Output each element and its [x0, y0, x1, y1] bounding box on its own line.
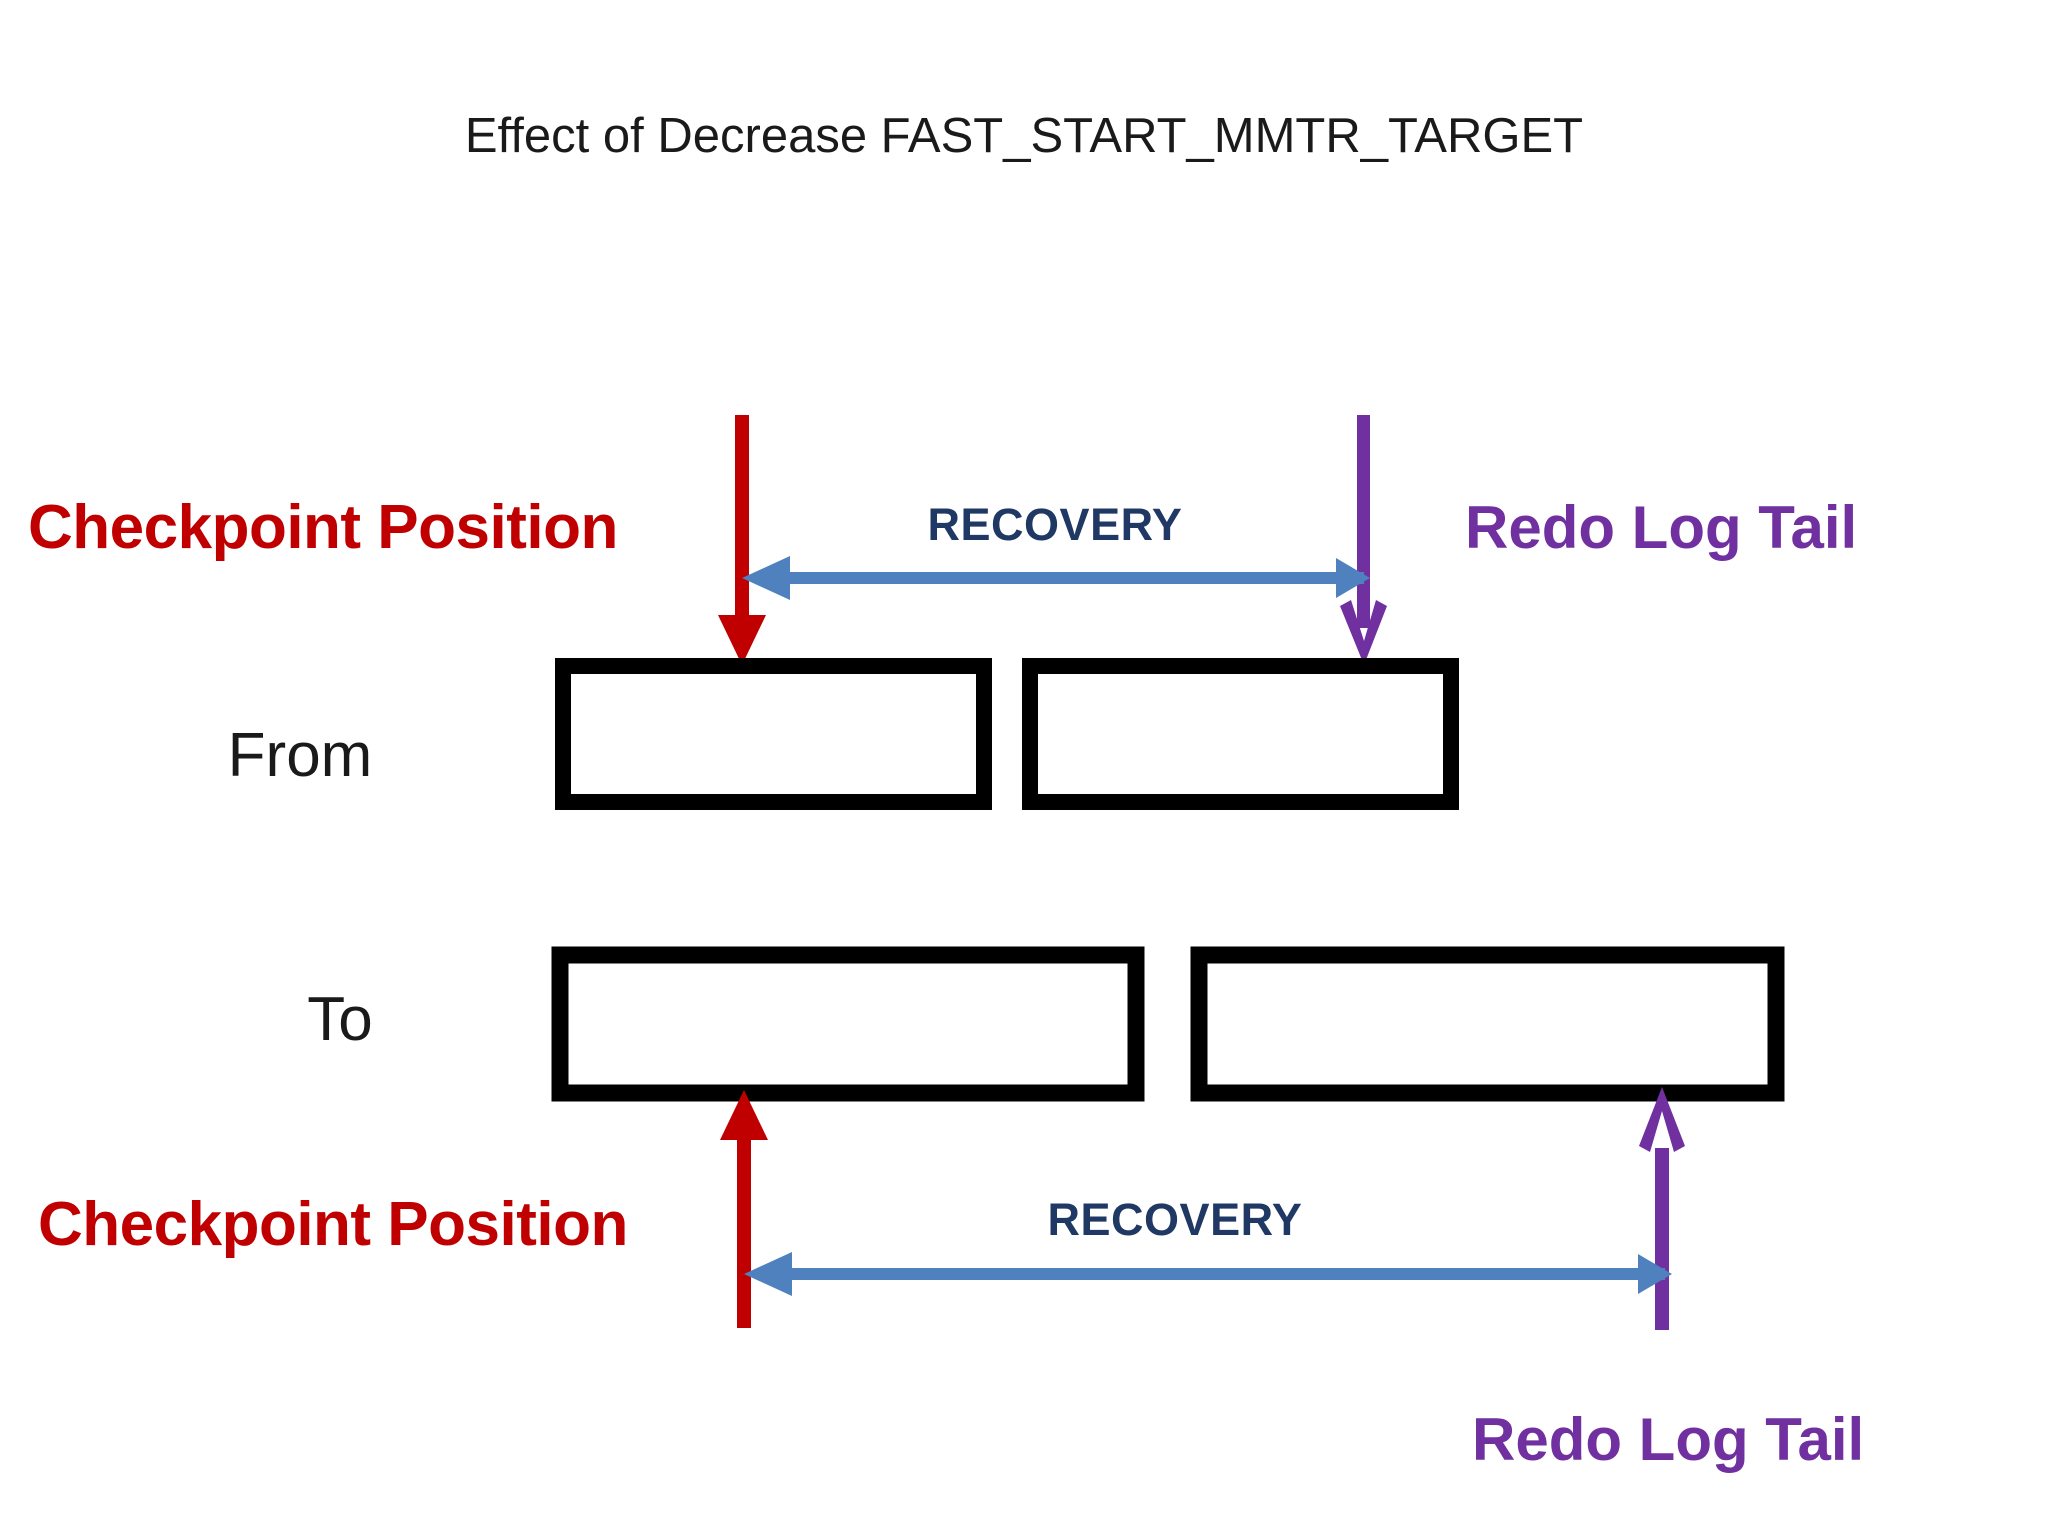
row-label-from: From [228, 721, 373, 790]
recovery-arrow-icon-from [742, 556, 1370, 600]
checkpoint-down-arrow-icon-from [718, 415, 766, 665]
redo-log-tail-down-arrow-icon-from [1340, 415, 1387, 665]
checkpoint-position-label-from: Checkpoint Position [28, 493, 618, 562]
redo-log-tail-label-from: Redo Log Tail [1465, 494, 1857, 561]
page-title: Effect of Decrease FAST_START_MMTR_TARGE… [465, 109, 1583, 163]
recovery-label-from: RECOVERY [928, 499, 1183, 550]
log-box-to-2 [1190, 946, 1785, 1102]
checkpoint-position-label-to: Checkpoint Position [38, 1190, 628, 1259]
redo-log-tail-up-arrow-icon-to [1639, 1087, 1685, 1330]
checkpoint-up-arrow-icon-to [720, 1090, 768, 1328]
log-box-to-1 [551, 946, 1145, 1102]
recovery-label-to: RECOVERY [1048, 1194, 1303, 1245]
redo-log-tail-label-to: Redo Log Tail [1472, 1406, 1864, 1473]
recovery-arrow-icon-to [744, 1252, 1672, 1296]
log-box-from-2 [1022, 658, 1459, 810]
row-label-to: To [307, 985, 372, 1054]
log-box-from-1 [555, 658, 992, 810]
